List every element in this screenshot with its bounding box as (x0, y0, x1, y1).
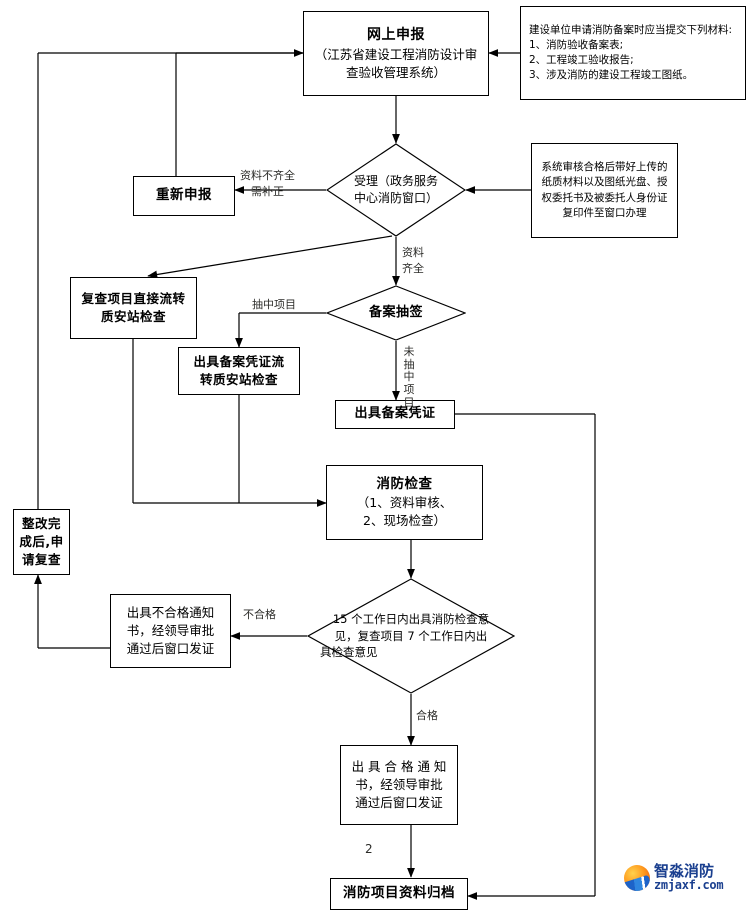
node-online-apply[interactable]: 网上申报 （江苏省建设工程消防设计审 查验收管理系统） (303, 11, 489, 96)
note-system-line-0: 系统审核合格后带好上传的 (541, 161, 668, 174)
edge-label-two-text: 2 (365, 842, 373, 856)
note-system: 系统审核合格后带好上传的 纸质材料以及图纸光盘、授 权委托书及被委托人身份证 复… (531, 143, 678, 238)
note-system-line-1: 纸质材料以及图纸光盘、授 (541, 176, 668, 189)
node-rectify-line-1: 成后,申 (19, 533, 64, 549)
edge-label-not-selected: 未抽中项目 (402, 345, 416, 409)
node-lottery-text: 备案抽签 (363, 304, 429, 323)
node-recheck-transfer-line-1: 质安站检查 (100, 309, 166, 324)
node-deadline[interactable]: 15 个工作日内出具消防检查意 见，复查项目 7 个工作日内出 具检查意见 (307, 578, 515, 694)
edge-label-not-complete: 资料不齐全 需补正 (240, 168, 295, 200)
note-materials-line-2: 2、工程竣工验收报告; (529, 54, 634, 66)
node-issue-cert-label: 出具备案凭证 (354, 406, 436, 422)
node-fail-notice[interactable]: 出具不合格通知 书，经领导审批 通过后窗口发证 (110, 594, 231, 668)
edge-label-selected-text: 抽中项目 (252, 298, 296, 311)
node-accept-shape (326, 143, 466, 237)
edge-label-not-complete-line-1: 需补正 (251, 184, 284, 198)
zm-logo-icon (624, 864, 650, 891)
node-fire-inspection-line-0: 消防检查 (376, 475, 433, 492)
node-accept-line-0: 受理（政务服务 (353, 173, 438, 188)
note-materials: 建设单位申请消防备案时应当提交下列材料: 1、消防验收备案表; 2、工程竣工验收… (520, 6, 746, 100)
edge-label-two: 2 (365, 841, 373, 858)
node-online-apply-line-2: 查验收管理系统） (345, 64, 446, 80)
node-issue-cert-transfer-line-0: 出具备案凭证流 (193, 353, 285, 369)
node-online-apply-line-0: 网上申报 (367, 27, 425, 44)
node-rectify-line-2: 请复查 (21, 552, 61, 568)
node-rectify-line-0: 整改完 (21, 515, 61, 531)
node-lottery-label: 备案抽签 (368, 304, 423, 320)
node-fail-notice-line-0: 出具不合格通知 (126, 604, 215, 620)
edge-label-qualified-text: 合格 (416, 709, 438, 722)
node-recheck-transfer-line-0: 复查项目直接流转 (81, 290, 186, 306)
node-issue-cert[interactable]: 出具备案凭证 (335, 400, 455, 429)
edge-label-complete: 资料 齐全 (402, 245, 424, 277)
edge-label-not-complete-line-0: 资料不齐全 (240, 169, 295, 182)
node-reapply-label: 重新申报 (156, 187, 212, 204)
note-system-line-2: 权委托书及被委托人身份证 (541, 191, 668, 204)
node-fail-notice-line-2: 通过后窗口发证 (126, 641, 215, 657)
node-lottery[interactable]: 备案抽签 (326, 285, 466, 341)
note-system-line-3: 复印件至窗口办理 (562, 206, 647, 219)
edge-label-unqualified: 不合格 (243, 607, 276, 623)
node-fire-inspection-line-2: 2、现场检查） (363, 513, 446, 529)
node-recheck-transfer[interactable]: 复查项目直接流转 质安站检查 (70, 277, 197, 339)
node-pass-notice[interactable]: 出 具 合 格 通 知 书，经领导审批 通过后窗口发证 (340, 745, 458, 825)
edge-label-selected: 抽中项目 (252, 297, 296, 313)
note-materials-line-1: 1、消防验收备案表; (529, 38, 624, 51)
node-deadline-shape (307, 578, 515, 694)
node-archive-label: 消防项目资料归档 (343, 885, 455, 902)
node-rectify[interactable]: 整改完 成后,申 请复查 (13, 509, 70, 575)
node-deadline-text: 15 个工作日内出具消防检查意 见，复查项目 7 个工作日内出 具检查意见 (314, 611, 508, 661)
edge-label-qualified: 合格 (416, 708, 438, 724)
node-issue-cert-transfer[interactable]: 出具备案凭证流 转质安站检查 (178, 347, 300, 395)
watermark-logo: 智淼消防 zmjaxf.com (624, 862, 724, 893)
node-fail-notice-line-1: 书，经领导审批 (126, 622, 215, 638)
watermark-brand-url: zmjaxf.com (654, 878, 724, 893)
node-lottery-shape (326, 285, 466, 341)
node-deadline-line-0: 15 个工作日内出具消防检查意 (332, 611, 490, 626)
node-deadline-line-1: 见，复查项目 7 个工作日内出 (334, 628, 488, 643)
node-pass-notice-line-2: 通过后窗口发证 (355, 795, 443, 811)
note-materials-line-0: 建设单位申请消防备案时应当提交下列材料: (529, 23, 733, 36)
node-archive[interactable]: 消防项目资料归档 (330, 878, 468, 910)
node-reapply[interactable]: 重新申报 (133, 176, 235, 216)
edge-label-complete-line-1: 齐全 (402, 261, 424, 275)
watermark-brand-cn: 智淼消防 (654, 862, 715, 880)
edge-label-unqualified-text: 不合格 (243, 608, 276, 621)
node-pass-notice-line-0: 出 具 合 格 通 知 (351, 758, 447, 774)
note-materials-line-3: 3、涉及消防的建设工程竣工图纸。 (529, 69, 694, 82)
node-pass-notice-line-1: 书，经领导审批 (355, 776, 443, 792)
node-accept[interactable]: 受理（政务服务 中心消防窗口） (326, 143, 466, 237)
node-fire-inspection-line-1: （1、资料审核、 (356, 495, 453, 511)
node-accept-text: 受理（政务服务 中心消防窗口） (348, 173, 444, 208)
node-online-apply-line-1: （江苏省建设工程消防设计审 (314, 46, 478, 62)
node-fire-inspection[interactable]: 消防检查 （1、资料审核、 2、现场检查） (326, 465, 483, 540)
node-accept-line-1: 中心消防窗口） (353, 191, 438, 205)
node-issue-cert-transfer-line-1: 转质安站检查 (199, 372, 278, 387)
node-deadline-line-2: 具检查意见 (320, 645, 378, 660)
edge-label-not-selected-text: 未抽中项目 (403, 345, 415, 409)
edge-label-complete-line-0: 资料 (402, 246, 424, 259)
